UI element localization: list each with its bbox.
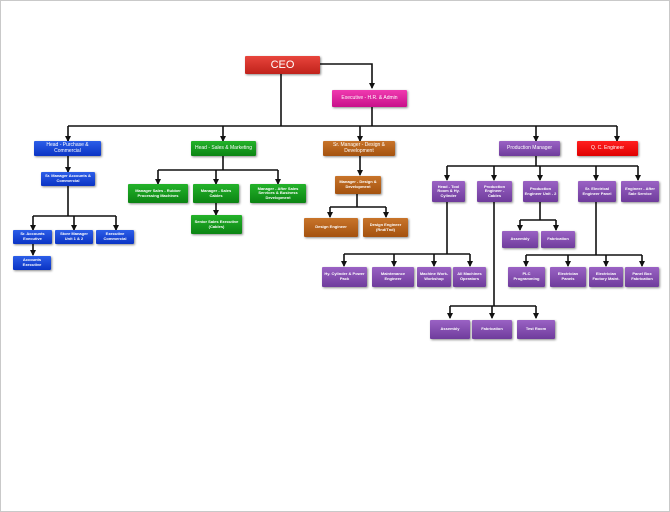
node-production-engineer-cables: Production Engineer - Cables: [477, 181, 512, 202]
node-head-sales: Head - Sales & Marketing: [191, 141, 256, 156]
node-sr-manager-design: Sr. Manager - Design & Development: [323, 141, 395, 156]
node-manager-design: Manager - Design & Development: [335, 176, 381, 194]
node-accounts-executive: Accounts Executive: [13, 256, 51, 270]
node-sr-electrical-engineer: Sr. Electrical Engineer Panel: [578, 181, 616, 202]
node-ceo: CEO: [245, 56, 320, 74]
node-hy-cylinder-power-pack: Hy. Cylinder & Power Pack: [322, 267, 367, 287]
node-executive-hr-admin: Executive - H.R. & Admin: [332, 90, 407, 107]
node-assembly-unit2: Assembly: [502, 231, 538, 248]
node-production-manager: Production Manager: [499, 141, 560, 156]
node-machine-workshop: Machine Work-Workshop: [417, 267, 451, 287]
node-fabrication-unit2: Fabrication: [541, 231, 575, 248]
node-design-engineer-rnd: Design Engineer (Rnd/Tnd): [363, 218, 408, 237]
node-head-tool-room: Head - Tool Room & Hy. Cylinder: [432, 181, 465, 202]
node-senior-sales-executive: Senior Sales Executive (Cables): [191, 215, 242, 234]
node-assembly-cables: Assembly: [430, 320, 470, 339]
node-store-manager: Store Manager Unit 1 & 2: [55, 230, 93, 244]
node-manager-sales-rubber: Manager Sales - Rubber Processing Machin…: [128, 184, 188, 203]
node-test-room: Test Room: [517, 320, 555, 339]
node-sr-accounts-executive: Sr. Accounts Executive: [13, 230, 52, 244]
node-manager-sales-cables: Manager - Sales Cables: [193, 184, 239, 203]
node-head-purchase: Head - Purchase & Commercial: [34, 141, 101, 156]
node-executive-commercial: Executive Commercial: [96, 230, 134, 244]
node-electrician-factory: Electrician Factory Maint.: [589, 267, 623, 287]
node-plc-programming: PLC Programming: [508, 267, 545, 287]
node-design-engineer: Design Engineer: [304, 218, 358, 237]
node-engineer-after-sale: Engineer - After Sale Service: [621, 181, 659, 202]
node-manager-after-sales: Manager - After Sales Services & Busines…: [250, 184, 306, 203]
node-maintenance-engineer: Maintenance Engineer: [372, 267, 414, 287]
node-qc-engineer: Q. C. Engineer: [577, 141, 638, 156]
node-production-engineer-unit2: Production Engineer Unit - 2: [523, 181, 558, 202]
node-panel-box-fabrication: Panel Box Fabrication: [625, 267, 659, 287]
node-sr-manager-accounts: Sr. Manager Accounts & Commercial: [41, 172, 95, 186]
node-all-machines-operators: All Machines Operators: [453, 267, 486, 287]
node-fabrication-cables: Fabrication: [472, 320, 512, 339]
node-electrician-panels: Electrician Panels: [550, 267, 586, 287]
